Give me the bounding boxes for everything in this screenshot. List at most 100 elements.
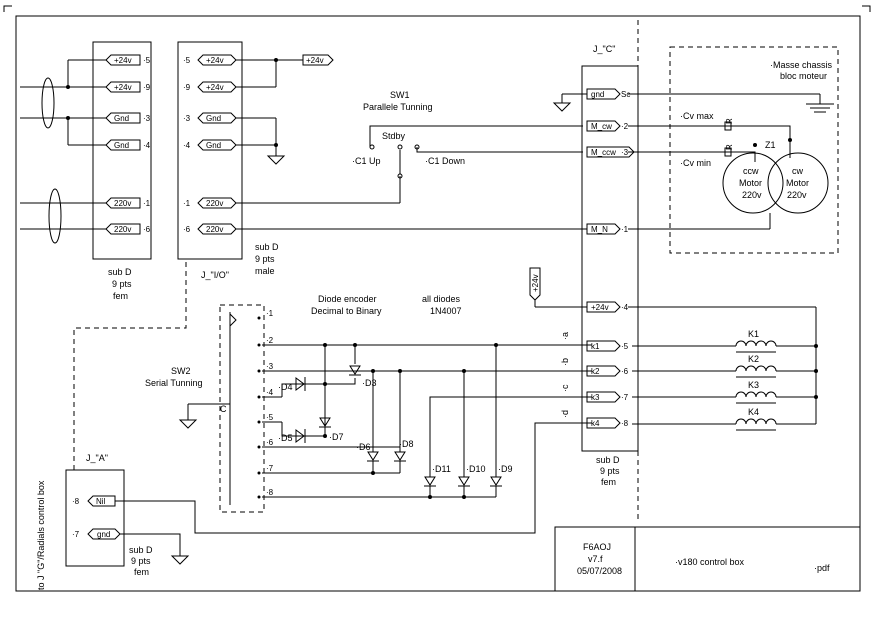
motor-box: ·Masse chassis bloc moteur ·Cv max ·Cv m…: [669, 46, 839, 254]
diode-d5: [295, 429, 306, 443]
c-pin-24v: [586, 301, 621, 313]
title-author: F6AOJ: [583, 542, 611, 552]
c-subd-name: J_"C": [593, 44, 615, 54]
diode-d6: [367, 451, 379, 462]
svg-text:·d: ·d: [560, 410, 570, 418]
svg-text:·D3: ·D3: [362, 378, 377, 388]
sw2-position-dot: [257, 343, 261, 347]
c-pin-gnd: [586, 88, 621, 100]
left-pin-num: ·4: [143, 141, 151, 150]
sw1-down: ·C1 Down: [425, 156, 465, 166]
sw2-position-dot: [257, 445, 261, 449]
svg-text:+24v: +24v: [306, 56, 324, 65]
left-pin-num: ·5: [143, 56, 151, 65]
diode-d9: [490, 476, 502, 487]
io-subd-caption-2: 9 pts: [255, 254, 275, 264]
left-subd-caption-1: sub D: [108, 267, 132, 277]
c-pin-label: M_cw: [591, 122, 612, 131]
io-pin-label: Gnd: [206, 114, 221, 123]
left-pin-num: ·3: [143, 114, 151, 123]
io-subd-caption-1: sub D: [255, 242, 279, 252]
io-subd-caption-3: male: [255, 266, 275, 276]
diode-encoder: Diode encoder Decimal to Binary all diod…: [262, 294, 592, 499]
encoder-note-title: all diodes: [422, 294, 461, 304]
io-pin-num: ·6: [183, 225, 191, 234]
sw2-position-dot: [257, 420, 261, 424]
encoder-title: Diode encoder: [318, 294, 377, 304]
diode-d4: [295, 377, 306, 391]
io-subd-name: J_"I/O": [201, 270, 229, 280]
relay-coil-4: [735, 418, 777, 425]
sw2-switch: C SW2 Serial Tunning ·1·2·3·4·5·6·7·8: [145, 304, 274, 513]
a-pin-nil: [87, 495, 116, 507]
svg-text:Nil: Nil: [96, 497, 106, 506]
left-pin-num: ·1: [143, 199, 151, 208]
drawing-border: [15, 15, 861, 592]
svg-text:·8: ·8: [72, 497, 80, 506]
diode-d10: [458, 476, 470, 487]
sw2-position-label: ·3: [266, 362, 274, 371]
svg-text:gnd: gnd: [97, 530, 110, 539]
title-date: 05/07/2008: [577, 566, 622, 576]
left-pin-label: +24v: [114, 83, 132, 92]
left-pin-label: +24v: [114, 56, 132, 65]
encoder-note-part: 1N4007: [430, 306, 462, 316]
sw2-position-label: ·5: [266, 413, 274, 422]
svg-text:9 pts: 9 pts: [131, 556, 151, 566]
c-pin-label: +24v: [591, 303, 609, 312]
c-subd-caption-2: 9 pts: [600, 466, 620, 476]
sw1-switch: SW1 Parallele Tunning Stdby ·C1 Up ·C1 D…: [352, 90, 583, 179]
diode-d8: [394, 451, 406, 462]
c-pin-num: ·1: [621, 225, 629, 234]
sw1-title: SW1: [390, 90, 410, 100]
c-pin-num: ·7: [621, 393, 629, 402]
svg-text:·D10: ·D10: [466, 464, 486, 474]
svg-text:·D11: ·D11: [432, 464, 451, 474]
sw2-position-dot: [257, 495, 261, 499]
a-subd-name: J_"A": [86, 453, 108, 463]
c-pin-k2: [586, 365, 621, 377]
relay-coil-2: [735, 365, 777, 372]
svg-text:cw: cw: [792, 166, 804, 176]
c-pin-label: k1: [591, 342, 600, 351]
svg-text:·b: ·b: [560, 358, 570, 366]
sw1-subtitle: Parallele Tunning: [363, 102, 433, 112]
left-pin-label: 220v: [114, 199, 131, 208]
corner-mark-right: [862, 5, 871, 12]
ground-icon: [266, 155, 286, 165]
io-pin-label: +24v: [206, 83, 224, 92]
relay-coil-3: [735, 391, 777, 398]
left-pin-1: [105, 54, 141, 66]
c-pin-label: M_N: [591, 225, 608, 234]
link-dashed: [73, 262, 187, 470]
c-pin-num: ·2: [621, 122, 629, 131]
c-subd-caption-3: fem: [601, 477, 616, 487]
left-pin-num: ·9: [143, 83, 151, 92]
left-subd-caption-3: fem: [113, 291, 128, 301]
z1: Z1: [765, 140, 776, 150]
cv-max: ·Cv max: [680, 111, 714, 121]
c-pin-label: k2: [591, 367, 600, 376]
c-pin-num: ·6: [621, 367, 629, 376]
svg-text:fem: fem: [134, 567, 149, 577]
left-pin-6: [105, 223, 141, 235]
c-pin-label: k3: [591, 393, 600, 402]
c-pin-label: k4: [591, 419, 600, 428]
io-pin-num: ·1: [183, 199, 191, 208]
io-pin-label: 220v: [206, 225, 223, 234]
relay-coil-1: [735, 340, 777, 347]
title-name: ·v180 control box: [675, 557, 745, 567]
left-subd-caption-2: 9 pts: [112, 279, 132, 289]
svg-text:Motor: Motor: [786, 178, 809, 188]
c-pin-label: gnd: [591, 90, 604, 99]
diode-d11: [424, 476, 436, 487]
c-subd-caption-1: sub D: [596, 455, 620, 465]
c-pin-mccw: [586, 146, 635, 158]
svg-text:220v: 220v: [787, 190, 807, 200]
svg-text:·D9: ·D9: [498, 464, 513, 474]
diode-d3: [349, 365, 361, 376]
c-pin-k4: [586, 417, 621, 429]
sw2-title: SW2: [171, 366, 191, 376]
